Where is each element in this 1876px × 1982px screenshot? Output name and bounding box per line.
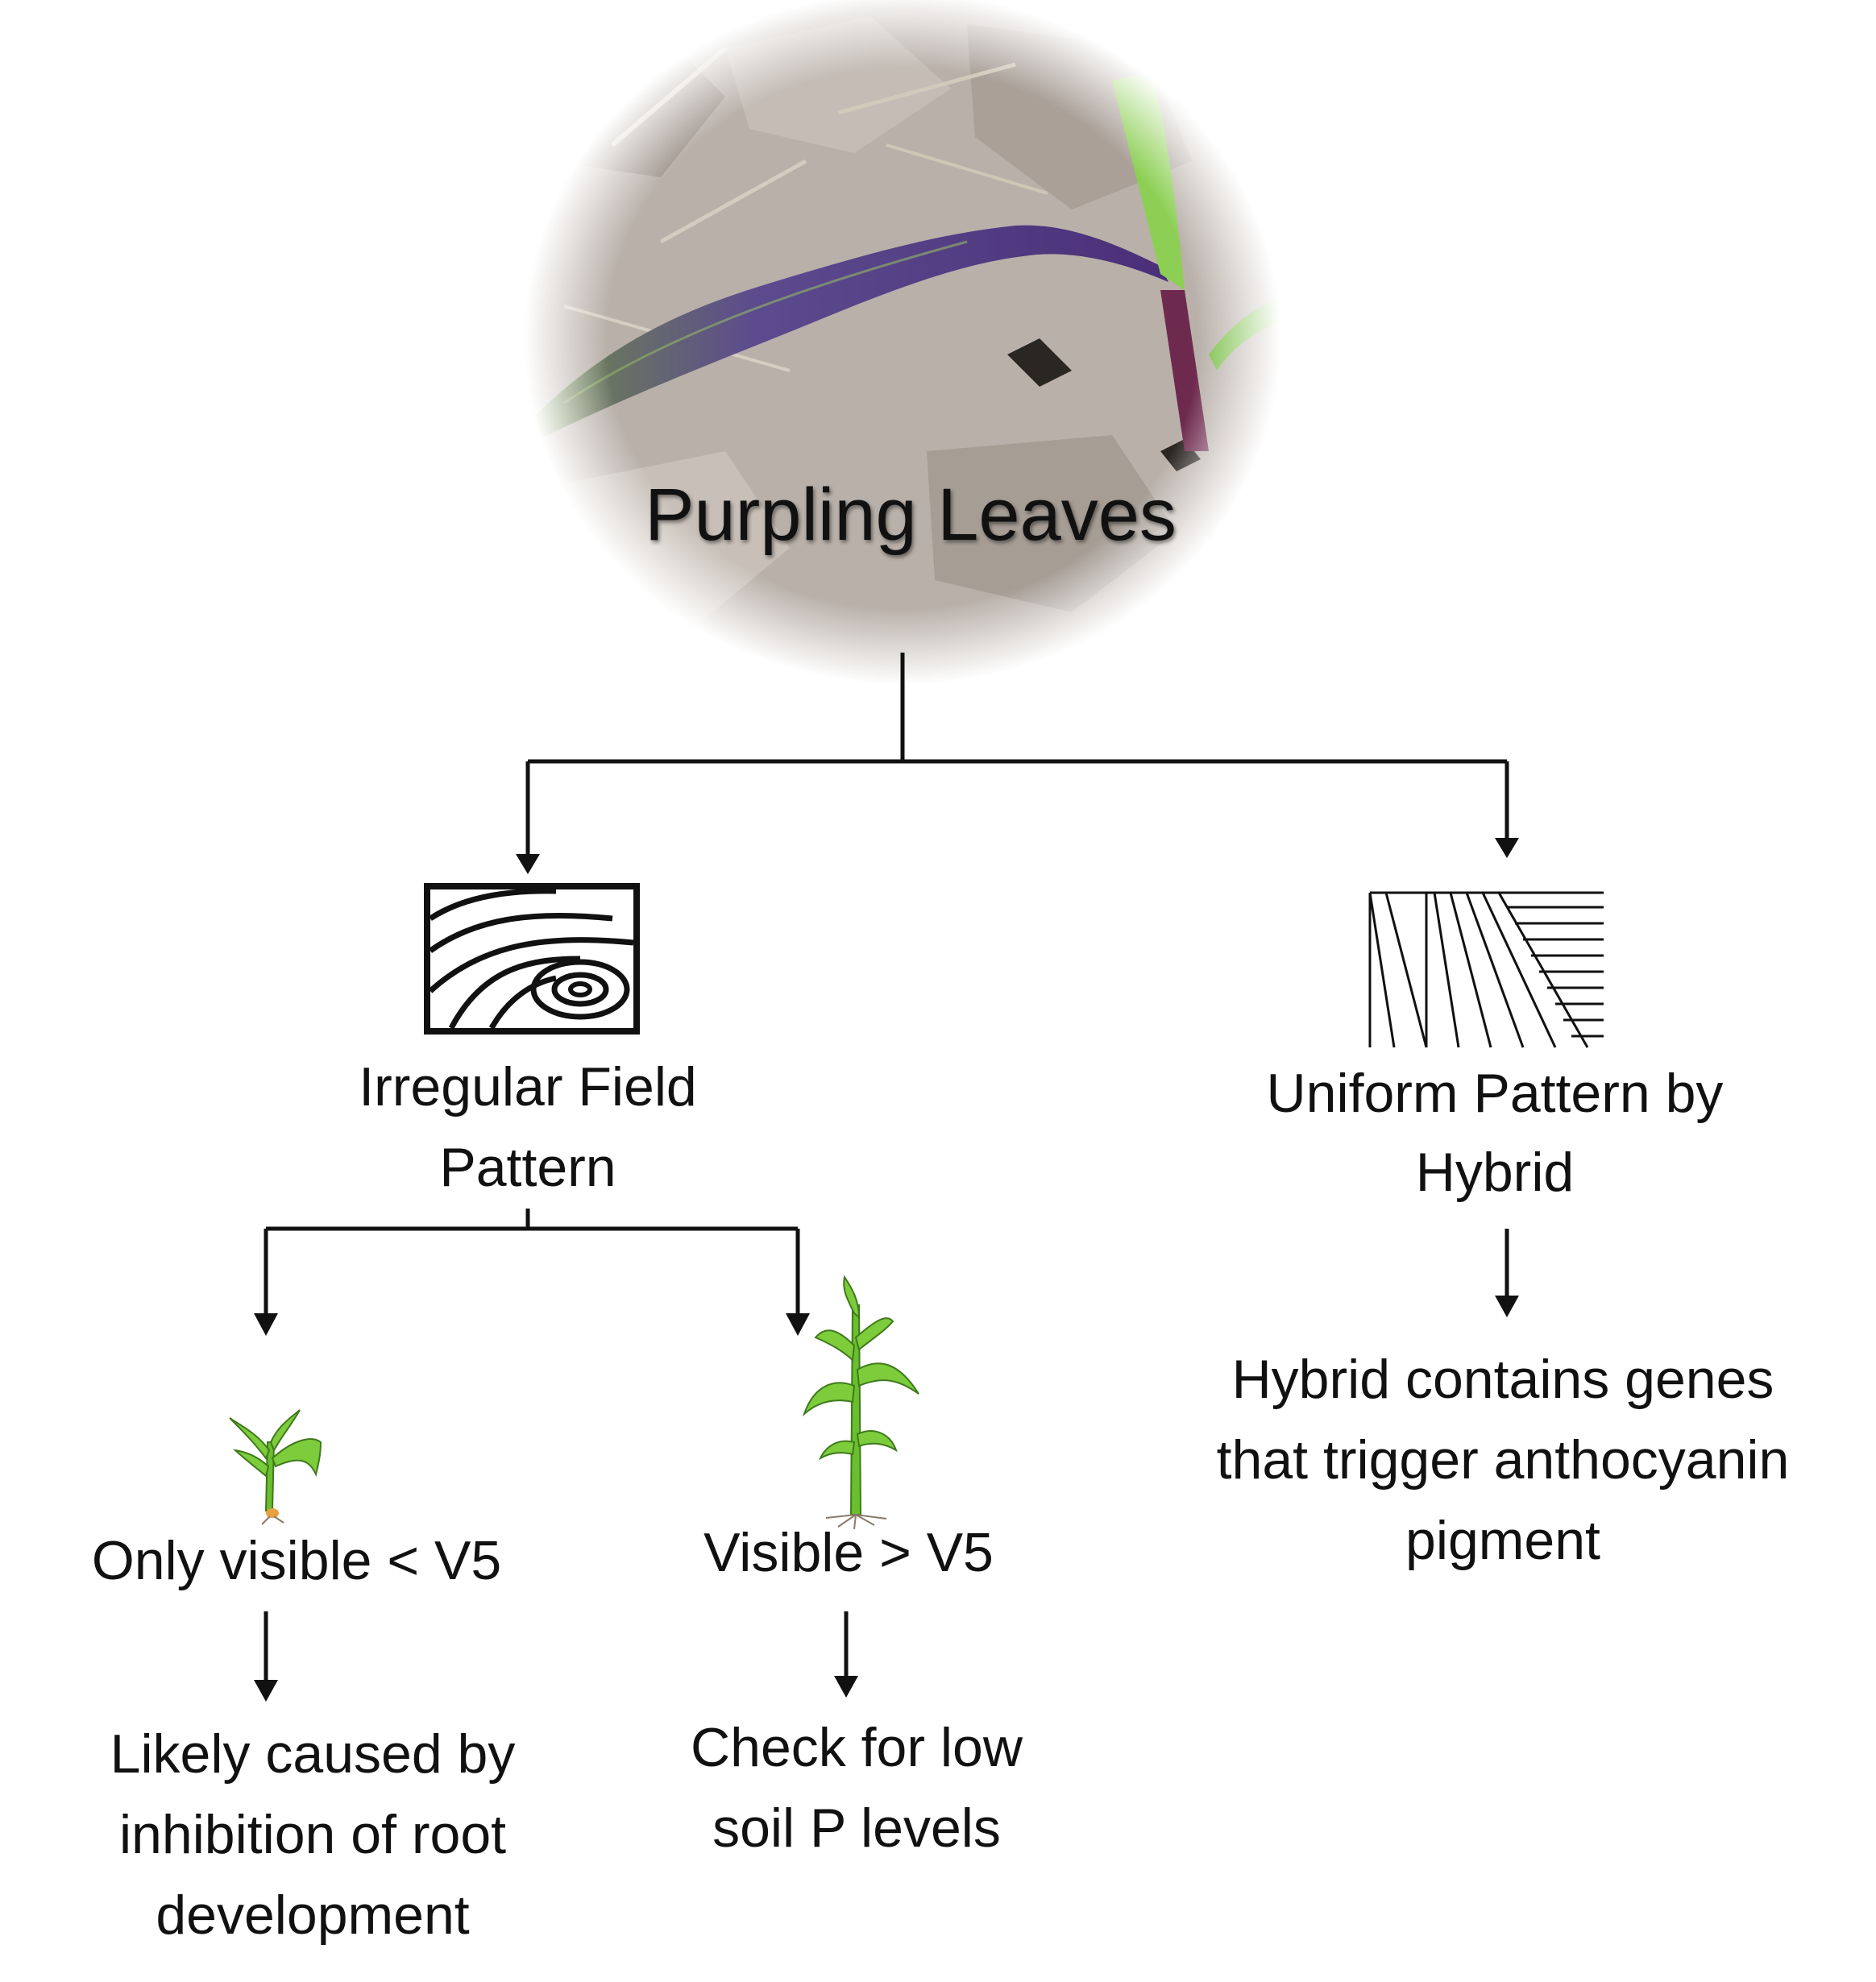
- condition-left: Only visible < V5: [92, 1530, 501, 1591]
- uniform-label-line1: Uniform Pattern by: [1267, 1063, 1724, 1124]
- left-result-arrowhead: [254, 1680, 278, 1702]
- arrowhead-child-left: [254, 1313, 278, 1336]
- uniform-label-line2: Hybrid: [1416, 1142, 1575, 1203]
- irregular-contour-pattern-icon: [424, 883, 640, 1035]
- arrowhead-left: [516, 854, 540, 874]
- uniform-row-pattern-icon: [1368, 891, 1604, 1048]
- left-result-line1: Likely caused by: [110, 1723, 516, 1785]
- uniform-result-line1: Hybrid contains genes: [1232, 1349, 1774, 1410]
- irregular-connectors: [264, 1209, 800, 1317]
- irregular-label-line1: Irregular Field: [359, 1056, 697, 1117]
- arrowhead-child-right: [786, 1313, 810, 1336]
- uniform-result-line2: that trigger anthocyanin: [1217, 1429, 1790, 1491]
- uniform-result-line3: pigment: [1405, 1510, 1600, 1571]
- left-result-line3: development: [156, 1885, 469, 1946]
- purple-corn-leaf-photo: [516, 0, 1289, 693]
- uniform-result-arrowhead: [1495, 1296, 1519, 1317]
- condition-right: Visible > V5: [704, 1522, 994, 1583]
- root-title: Purpling Leaves: [645, 474, 1177, 556]
- left-result-line2: inhibition of root: [119, 1804, 506, 1865]
- right-result-line1: Check for low: [691, 1717, 1023, 1778]
- arrowhead-right: [1495, 838, 1519, 858]
- right-result-line2: soil P levels: [712, 1797, 1001, 1859]
- small-corn-seedling-icon: [229, 1409, 322, 1525]
- right-result-arrowhead: [834, 1676, 858, 1698]
- irregular-label-line2: Pattern: [439, 1137, 616, 1198]
- tall-corn-plant-icon: [802, 1275, 919, 1530]
- root-connectors: [525, 653, 1509, 862]
